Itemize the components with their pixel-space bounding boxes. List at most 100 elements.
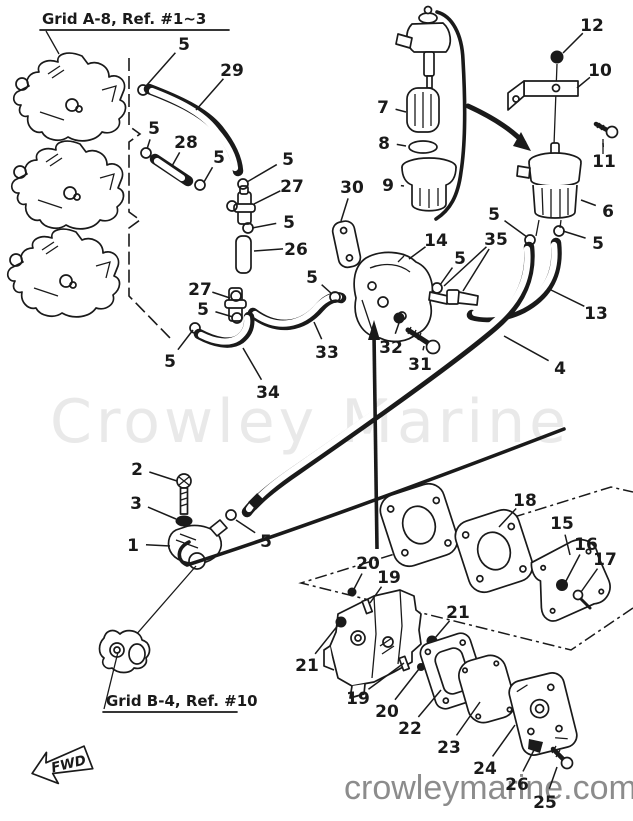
callout-21: 21	[295, 623, 340, 676]
svg-text:28: 28	[174, 133, 198, 153]
svg-text:21: 21	[295, 656, 319, 676]
callout-5: 5	[197, 300, 234, 320]
svg-text:5: 5	[178, 35, 190, 55]
svg-text:5: 5	[454, 249, 466, 269]
callout-5: 5	[488, 205, 528, 238]
grid-ref-bottom-label: Grid B-4, Ref. #10	[106, 692, 258, 710]
callout-32: 32	[379, 322, 403, 358]
svg-text:17: 17	[593, 550, 617, 570]
svg-text:12: 12	[580, 16, 604, 36]
svg-text:7: 7	[377, 98, 389, 118]
fuel-filter-assembly-6	[507, 50, 619, 237]
callout-5: 5	[145, 35, 190, 87]
callout-8: 8	[378, 134, 407, 154]
bolt-11	[593, 121, 619, 154]
callout-33: 33	[313, 321, 339, 363]
watermark-text: Crowley Marine	[50, 387, 570, 457]
callout-34: 34	[242, 347, 280, 403]
svg-text:6: 6	[602, 202, 614, 222]
svg-text:21: 21	[446, 603, 470, 623]
svg-text:32: 32	[379, 338, 403, 358]
callout-5: 5	[306, 268, 333, 295]
svg-text:5: 5	[282, 150, 294, 170]
callout-5: 5	[146, 119, 160, 150]
svg-text:23: 23	[437, 738, 461, 758]
callout-5: 5	[439, 249, 466, 286]
callout-26: 26	[505, 749, 535, 795]
svg-text:27: 27	[280, 177, 304, 197]
plug-32	[393, 312, 405, 324]
callout-3: 3	[130, 494, 177, 520]
stud-19-top	[361, 598, 374, 615]
svg-text:5: 5	[148, 119, 160, 139]
callout-11: 11	[592, 142, 616, 172]
svg-text:11: 11	[592, 152, 616, 172]
hose-13	[466, 237, 562, 323]
grid-ref-top-label: Grid A-8, Ref. #1~3	[42, 10, 206, 28]
grid-b4-connector: Grid B-4, Ref. #10	[98, 629, 258, 713]
callout-24: 24	[473, 724, 516, 779]
diaphragm-23	[458, 654, 516, 724]
callout-4: 4	[503, 335, 566, 379]
callout-31: 31	[408, 345, 432, 375]
svg-text:13: 13	[584, 304, 608, 324]
o-ring-8	[408, 140, 438, 154]
callout-28: 28	[171, 133, 198, 167]
callout-21: 21	[434, 603, 470, 639]
diaphragm-15	[530, 538, 611, 622]
callout-30: 30	[340, 178, 364, 222]
svg-text:24: 24	[473, 759, 497, 779]
callout-5: 5	[562, 230, 604, 254]
callout-26: 26	[253, 240, 308, 260]
svg-text:20: 20	[356, 554, 380, 574]
svg-text:35: 35	[484, 230, 508, 250]
callout-15: 15	[550, 514, 574, 556]
svg-text:30: 30	[340, 178, 364, 198]
svg-text:14: 14	[424, 231, 448, 251]
carburetor-group	[298, 482, 633, 770]
nut-20-top	[347, 587, 357, 597]
fwd-arrow: FWD	[31, 745, 94, 785]
svg-text:15: 15	[550, 514, 574, 534]
svg-text:5: 5	[197, 300, 209, 320]
callout-16: 16	[565, 535, 598, 582]
svg-text:9: 9	[382, 176, 394, 196]
callout-20: 20	[353, 554, 380, 590]
hose-clips	[137, 84, 565, 521]
hose-28	[149, 153, 194, 187]
svg-text:19: 19	[377, 568, 401, 588]
callout-2: 2	[131, 460, 178, 482]
svg-text:16: 16	[574, 535, 598, 555]
svg-text:1: 1	[127, 536, 139, 556]
svg-text:5: 5	[592, 234, 604, 254]
gasket-30	[331, 220, 362, 269]
carb-group-outline	[298, 486, 633, 651]
callout-27: 27	[253, 177, 304, 205]
callout-35: 35	[443, 230, 508, 292]
svg-text:26: 26	[284, 240, 308, 260]
fwd-label: FWD	[50, 752, 88, 776]
filter-cup-9	[401, 157, 457, 212]
gasket-18b	[454, 508, 534, 594]
assembly-sweep-line	[177, 427, 566, 567]
svg-text:4: 4	[554, 359, 566, 379]
assembly-arrow	[465, 103, 531, 151]
bracket-10	[507, 80, 579, 111]
svg-text:3: 3	[130, 494, 142, 514]
svg-text:27: 27	[188, 280, 212, 300]
check-valve-16	[556, 579, 568, 591]
fuel-filter-stack	[395, 5, 467, 221]
hose-4	[241, 241, 535, 518]
callout-19: 19	[369, 568, 401, 604]
callout-27: 27	[188, 280, 231, 300]
callout-5: 5	[164, 329, 194, 372]
svg-text:18: 18	[513, 491, 537, 511]
svg-text:25: 25	[533, 793, 557, 813]
callout-19: 19	[346, 662, 405, 709]
svg-text:31: 31	[408, 355, 432, 375]
pump-cover-24	[508, 672, 578, 756]
callout-5: 5	[203, 148, 225, 183]
callout-17: 17	[580, 550, 617, 593]
